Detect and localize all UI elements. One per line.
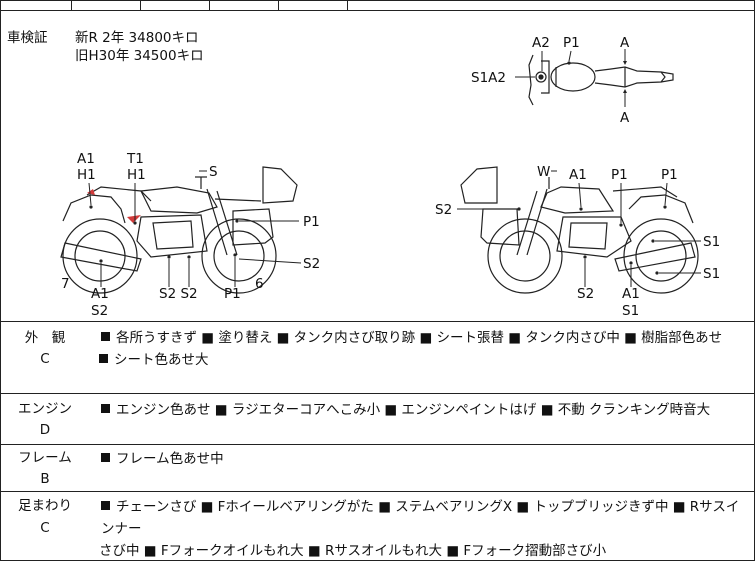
- left-label-h1-b: H1: [127, 167, 146, 183]
- left-label-t1: T1: [126, 151, 144, 167]
- right-label-p1-b: P1: [661, 167, 678, 183]
- left-label-s2s2: S2 S2: [159, 286, 198, 302]
- section-grade: C: [40, 520, 50, 536]
- top-label-a-upper: A: [620, 35, 630, 51]
- top-label-a-lower: A: [620, 110, 630, 126]
- left-side-view-markers: [87, 189, 239, 263]
- left-label-a1-bottom: A1: [91, 286, 109, 302]
- items-line: フレーム色あせ中: [116, 451, 224, 467]
- section-items: 各所うすきず ■ 塗り替え ■ タンク内さび取り跡 ■ シート張替 ■ タンク内…: [99, 327, 748, 371]
- section-title: 足まわり: [18, 498, 72, 514]
- top-label-p1: P1: [563, 35, 580, 51]
- top-label-a2: A2: [532, 35, 550, 51]
- left-label-p1-bottom: P1: [224, 286, 241, 302]
- top-view-leaders: [515, 49, 626, 107]
- left-label-s2-right: S2: [303, 256, 320, 272]
- right-side-view-diagram: [460, 166, 699, 294]
- section-grade: D: [39, 422, 51, 438]
- section-items: エンジン色あせ ■ ラジエターコアへこみ小 ■ エンジンペイントはげ ■ 不動 …: [101, 399, 748, 421]
- left-label-6: 6: [255, 276, 264, 292]
- section-items: チェーンさび ■ Fホイールベアリングがた ■ ステムベアリングX ■ トップブ…: [99, 496, 748, 562]
- left-side-view-diagram: [60, 166, 298, 294]
- inspection-label: 車検証: [7, 30, 48, 46]
- left-label-p1-right: P1: [303, 214, 320, 230]
- right-label-s2-bottom: S2: [577, 286, 594, 302]
- bullet-square: [101, 501, 110, 510]
- section-title: フレーム: [18, 450, 72, 466]
- items-line: さび中 ■ Fフォークオイルもれ大 ■ Rサスオイルもれ大 ■ Fフォーク摺動部…: [99, 543, 607, 559]
- bullet-square: [101, 404, 110, 413]
- left-label-h1-a: H1: [77, 167, 96, 183]
- section-title: エンジン: [18, 401, 72, 417]
- top-view-diagram: [528, 54, 674, 106]
- items-line: エンジン色あせ ■ ラジエターコアへこみ小 ■ エンジンペイントはげ ■ 不動 …: [116, 402, 711, 418]
- items-continuation: さび中 ■ Fフォークオイルもれ大 ■ Rサスオイルもれ大 ■ Fフォーク摺動部…: [99, 540, 748, 562]
- section-items: フレーム色あせ中: [101, 448, 748, 470]
- bullet-square: [99, 354, 108, 363]
- top-view-markers: [567, 61, 627, 93]
- damage-diagram-area: 車検証 新R 2年 34800キロ 旧H30年 34500キロ: [1, 11, 754, 322]
- right-label-p1-a: P1: [611, 167, 628, 183]
- inspection-line-new: 新R 2年 34800キロ: [75, 30, 199, 46]
- section-frame: フレーム B フレーム色あせ中: [1, 445, 754, 492]
- motorcycle-diagrams: A2 P1 A S1A2 A: [60, 35, 720, 319]
- top-label-s1a2: S1A2: [471, 70, 506, 86]
- items-continuation: シート色あせ大: [99, 349, 748, 371]
- left-label-s2-bottom: S2: [91, 303, 108, 319]
- bullet-square: [101, 453, 110, 462]
- left-label-s: S: [209, 164, 218, 180]
- left-side-view-leaders: [88, 170, 302, 287]
- strip-cell: [141, 1, 210, 10]
- strip-cell: [279, 1, 348, 10]
- right-label-w: W: [537, 164, 550, 180]
- right-label-a1-bottom: A1: [622, 286, 640, 302]
- items-line: 各所うすきず ■ 塗り替え ■ タンク内さび取り跡 ■ シート張替 ■ タンク内…: [116, 330, 723, 346]
- strip-cell: [72, 1, 141, 10]
- bullet-square: [101, 332, 110, 341]
- section-grade: B: [40, 471, 50, 487]
- section-grade: C: [40, 351, 50, 367]
- right-label-s1-a: S1: [703, 234, 720, 250]
- section-title: 外 観: [24, 330, 66, 346]
- right-side-view-leaders: [457, 170, 701, 287]
- items-line: シート色あせ大: [114, 352, 209, 368]
- left-label-7: 7: [61, 276, 70, 292]
- right-label-s2-left: S2: [435, 202, 452, 218]
- right-label-s1-b: S1: [703, 266, 720, 282]
- left-label-a1: A1: [77, 151, 95, 167]
- right-side-view-markers: [517, 205, 667, 275]
- right-label-s1-bottom: S1: [622, 303, 639, 319]
- right-label-a1: A1: [569, 167, 587, 183]
- section-exterior: 外 観 C 各所うすきず ■ 塗り替え ■ タンク内さび取り跡 ■ シート張替 …: [1, 322, 754, 394]
- items-line: チェーンさび ■ Fホイールベアリングがた ■ ステムベアリングX ■ トップブ…: [101, 499, 740, 537]
- top-table-strip: [1, 1, 754, 11]
- strip-cell: [1, 1, 72, 10]
- section-engine: エンジン D エンジン色あせ ■ ラジエターコアへこみ小 ■ エンジンペイントは…: [1, 394, 754, 445]
- inspection-line-old: 旧H30年 34500キロ: [75, 48, 204, 64]
- section-suspension: 足まわり C チェーンさび ■ Fホイールベアリングがた ■ ステムベアリングX…: [1, 492, 754, 560]
- strip-cell: [210, 1, 279, 10]
